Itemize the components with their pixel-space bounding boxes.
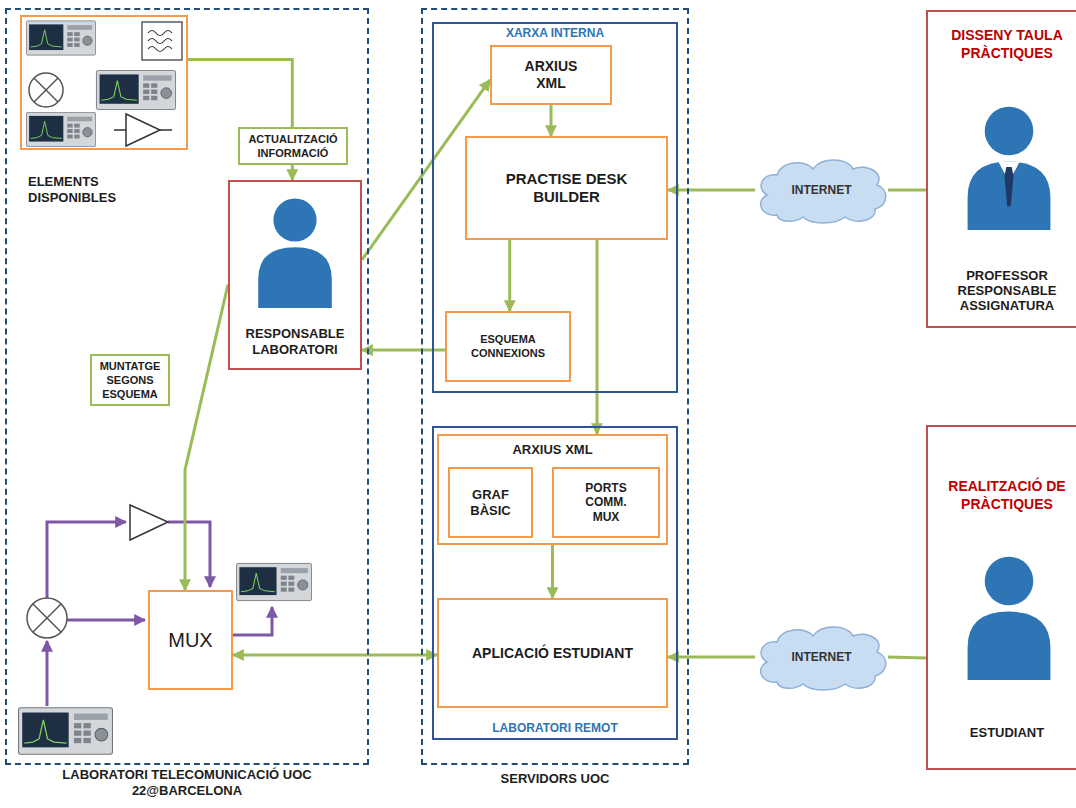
node-label: LABORATORI REMOT (434, 721, 676, 735)
connector (551, 545, 554, 598)
equipment-pictures (26, 21, 182, 147)
person-icon (258, 247, 332, 308)
network-box: XARXA INTERNA ARXIUS XML PRACTISE DESK BUI… (432, 22, 678, 393)
server-region: SERVIDORS UOCXARXA INTERNAARXIUS XMLPRAC… (421, 8, 689, 765)
file-box: GRAF BÀSIC (448, 467, 533, 538)
spectrum-analyzer (26, 21, 95, 55)
node-label: INTERNET (792, 650, 852, 664)
connector (185, 285, 228, 591)
spectrum-analyzer (26, 112, 95, 146)
person-icon (1005, 167, 1014, 207)
mixer-symbol (27, 598, 67, 638)
mixer-symbol (34, 78, 58, 102)
signal-wire (168, 522, 210, 587)
filter-symbol (142, 22, 182, 60)
person-icon (968, 612, 1051, 680)
connector (508, 240, 511, 311)
node-label: PROFESSOR RESPONSABLE ASSIGNATURA (934, 268, 1076, 313)
spectrum-analyzer (236, 563, 311, 600)
amplifier-symbol (126, 114, 160, 146)
node-label: ESTUDIANT (934, 725, 1076, 741)
node-label: PRACTISE DESK BUILDER (492, 170, 642, 206)
mixer-symbol (33, 604, 61, 632)
person-icon (273, 198, 316, 241)
node-label: DISSENY TAULA PRÀCTIQUES (934, 26, 1076, 62)
node-label: ARXIUS XML (439, 442, 666, 458)
equipment-box: ELEMENTS DISPONIBLES (20, 15, 188, 150)
mixer-symbol (27, 598, 67, 638)
filter-symbol (148, 31, 172, 52)
mux-box: MUX (148, 590, 233, 690)
signal-wire (46, 641, 49, 706)
edge-label: ACTUALITZACIÓ INFORMACIÓ (238, 127, 347, 165)
signal-wire (47, 522, 126, 598)
node-label: REALITZACIÓ DE PRÀCTIQUES (934, 477, 1076, 513)
node-label: XARXA INTERNA (434, 26, 676, 40)
signal-generator (19, 708, 113, 754)
connector (596, 240, 599, 434)
amplifier-symbol (114, 114, 172, 146)
cloud-shape (761, 160, 886, 223)
node-label: LABORATORI TELECOMUNICACIÓ UOC 22@BARCEL… (7, 767, 367, 799)
mixer-symbol (29, 73, 63, 107)
file-box: ARXIUS XML GRAF BÀSIC PORTS COMM. MUX (437, 434, 668, 545)
person-icon (968, 162, 1051, 230)
cloud-shape: INTERNET (755, 622, 888, 692)
test-circuit (19, 505, 312, 754)
node-label: ELEMENTS DISPONIBLES (28, 174, 148, 206)
signal-generator (96, 70, 175, 109)
cloud-shape: INTERNET (755, 155, 888, 225)
person-icon (964, 92, 1054, 242)
edge-label: MUNTATGE SEGONS ESQUEMA (90, 354, 171, 406)
network-box: LABORATORI REMOT ARXIUS XML GRAF BÀSIC PORT… (432, 426, 678, 740)
connector (550, 105, 553, 136)
person-icon (985, 557, 1034, 606)
lab-region: LABORATORI TELECOMUNICACIÓ UOC 22@BARCEL… (5, 8, 369, 765)
signal-wire (233, 607, 272, 635)
mixer-symbol (29, 73, 63, 107)
person-icon (964, 542, 1054, 692)
connector (362, 80, 490, 260)
process-box: APLICACIÓ ESTUDIANT (437, 598, 668, 708)
node-label: GRAF BÀSIC (461, 487, 521, 518)
node-label: INTERNET (792, 183, 852, 197)
process-box: PRACTISE DESK BUILDER (465, 136, 668, 240)
node-label: MUX (168, 628, 212, 652)
person-box: RESPONSABLE LABORATORI (228, 180, 362, 370)
connector (668, 189, 755, 192)
file-box: PORTS COMM. MUX (552, 467, 660, 538)
connector (233, 654, 437, 657)
node-label: RESPONSABLE LABORATORI (230, 326, 360, 358)
output-box: ESQUEMA CONNEXIONS (445, 311, 571, 382)
node-label: SERVIDORS UOC (423, 771, 687, 787)
connector (888, 656, 926, 660)
cloud-shape (761, 627, 886, 690)
role-box: REALITZACIÓ DE PRÀCTIQUES ESTUDIANT (926, 425, 1076, 770)
file-box: ARXIUS XML (490, 45, 612, 105)
signal-wire (67, 619, 145, 622)
role-box: DISSENY TAULA PRÀCTIQUES PROFESSOR RESPON… (926, 10, 1076, 328)
signal-wire (47, 522, 272, 706)
filter-symbol (142, 22, 182, 60)
node-label: ARXIUS XML (511, 58, 591, 92)
node-label: PORTS COMM. MUX (571, 481, 641, 524)
node-label: APLICACIÓ ESTUDIANT (472, 645, 633, 662)
connector (668, 656, 755, 659)
connector (888, 189, 926, 192)
person-icon (985, 107, 1034, 156)
amplifier-symbol (130, 505, 168, 540)
node-label: ESQUEMA CONNEXIONS (453, 333, 563, 359)
person-icon (255, 196, 335, 308)
